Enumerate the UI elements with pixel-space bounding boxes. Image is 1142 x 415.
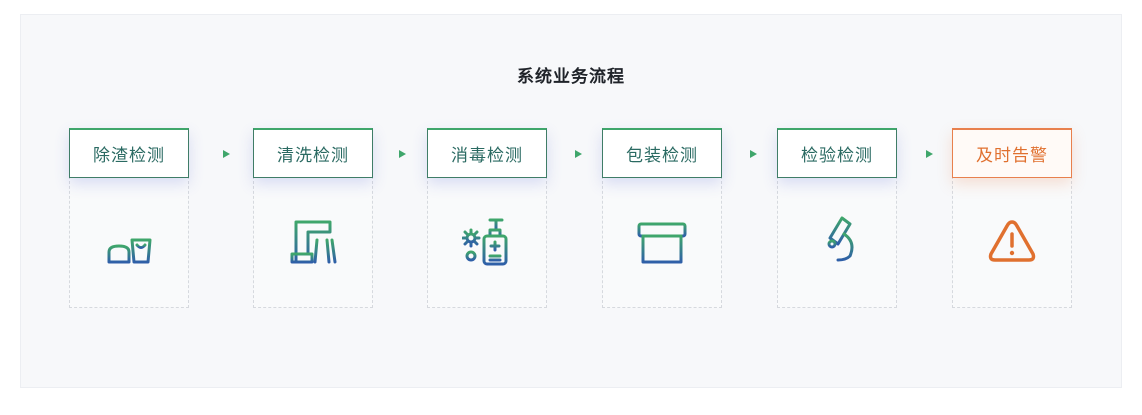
step-card xyxy=(777,176,897,308)
flow-arrow-icon xyxy=(913,150,933,158)
step-card xyxy=(69,176,189,308)
step-card xyxy=(427,176,547,308)
step-deslag: 除渣检测 xyxy=(69,128,189,308)
step-label: 及时告警 xyxy=(952,128,1072,178)
warning-triangle-icon xyxy=(988,220,1036,262)
step-label: 消毒检测 xyxy=(427,128,547,178)
package-box-icon xyxy=(637,222,687,264)
sanitizer-bottle-icon xyxy=(462,218,508,266)
step-disinfection: 消毒检测 xyxy=(427,128,547,308)
microscope-icon xyxy=(816,216,858,264)
step-label: 除渣检测 xyxy=(69,128,189,178)
step-card xyxy=(253,176,373,308)
step-cleaning: 清洗检测 xyxy=(253,128,373,308)
flow-arrow-icon xyxy=(737,150,757,158)
flow-panel xyxy=(20,14,1122,388)
flow-arrow-icon xyxy=(562,150,582,158)
step-packaging: 包装检测 xyxy=(602,128,722,308)
flow-arrow-icon xyxy=(386,150,406,158)
page-title: 系统业务流程 xyxy=(517,67,625,87)
step-label: 包装检测 xyxy=(602,128,722,178)
flow-arrow-icon xyxy=(210,150,230,158)
faucet-brush-icon xyxy=(290,220,337,264)
step-card xyxy=(602,176,722,308)
step-alert: 及时告警 xyxy=(952,128,1072,308)
step-label: 检验检测 xyxy=(777,128,897,178)
step-label: 清洗检测 xyxy=(253,128,373,178)
step-inspection: 检验检测 xyxy=(777,128,897,308)
broom-bucket-icon xyxy=(107,218,152,264)
